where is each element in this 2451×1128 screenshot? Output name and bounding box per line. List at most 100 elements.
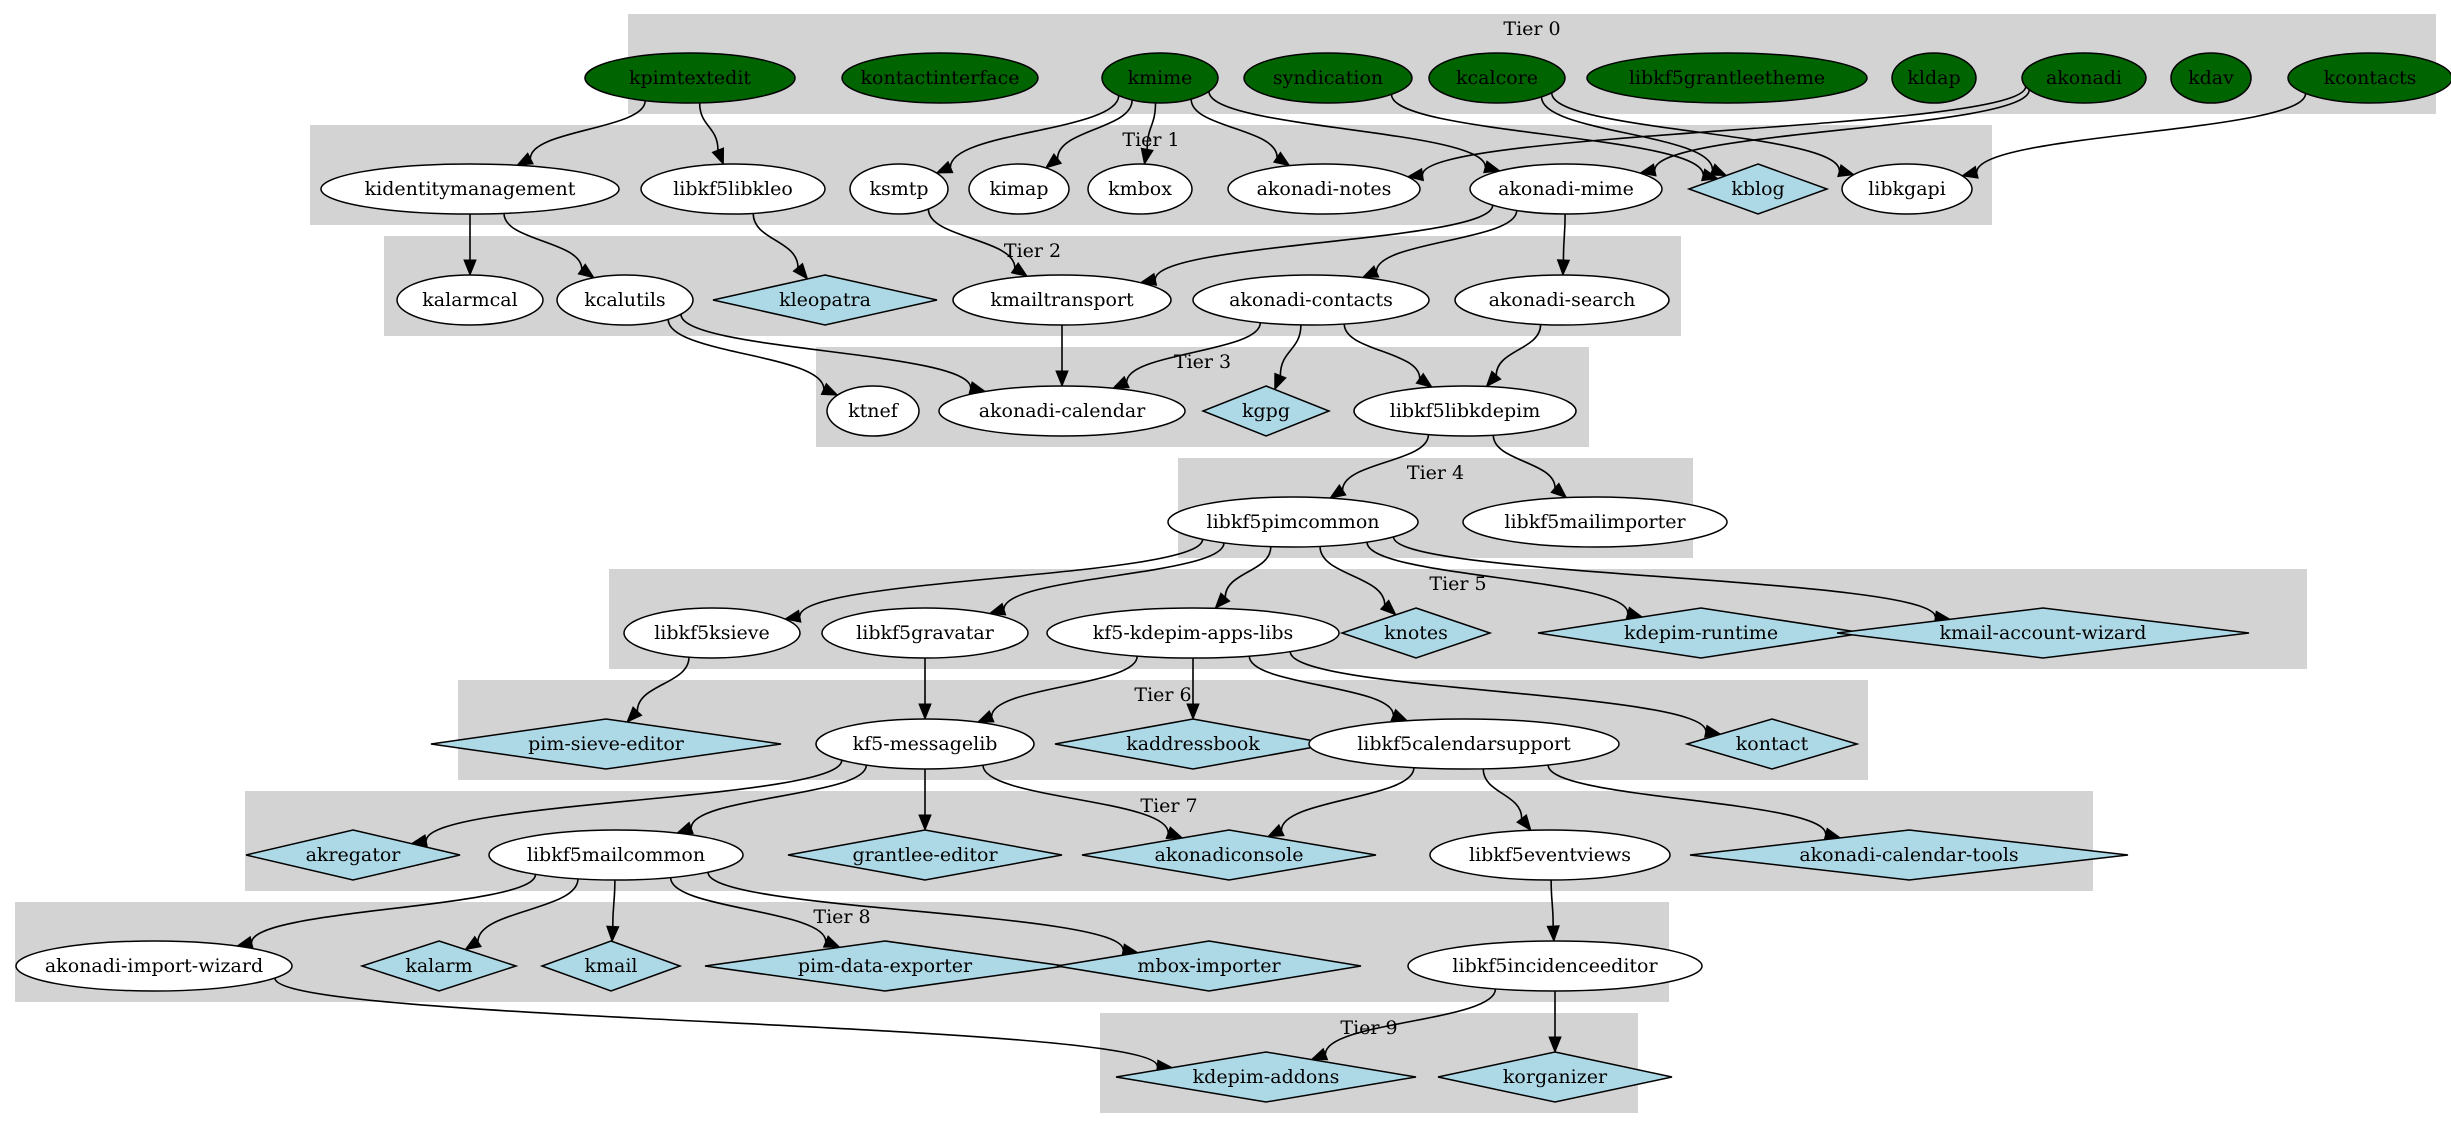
node-akonadi: akonadi xyxy=(2021,52,2147,104)
node-label: kimap xyxy=(989,178,1048,200)
node-diamond xyxy=(1836,607,2250,659)
node-ellipse xyxy=(1227,163,1421,215)
node-akonadiconsole: akonadiconsole xyxy=(1081,829,1377,881)
node-diamond xyxy=(1081,829,1377,881)
node-pim-sieve-editor: pim-sieve-editor xyxy=(430,718,782,770)
node-ellipse xyxy=(396,274,544,326)
node-label: libkf5calendarsupport xyxy=(1357,733,1571,755)
node-ellipse xyxy=(1353,385,1577,437)
edge-libkf5gravatar-to-kf5-messagelib xyxy=(918,657,932,721)
node-diamond xyxy=(787,829,1063,881)
edge-libkf5mailcommon-to-pim-data-exporter xyxy=(669,877,841,948)
node-mbox-importer: mbox-importer xyxy=(1056,940,1362,992)
node-label: kgpg xyxy=(1242,400,1290,422)
edge-arrowhead xyxy=(1111,375,1130,389)
node-diamond xyxy=(539,940,683,992)
node-diamond xyxy=(1200,385,1332,437)
node-diamond xyxy=(1686,163,1830,215)
edge-arrowhead xyxy=(1406,167,1425,182)
edge-kf5-kdepim-apps-libs-to-kontact xyxy=(1289,651,1722,738)
node-diamond xyxy=(1689,829,2129,881)
node-diamond xyxy=(1537,607,1865,659)
node-label: libkf5ksieve xyxy=(654,622,770,644)
edge-line xyxy=(1975,93,2307,173)
node-akregator: akregator xyxy=(245,829,461,881)
node-akonadi-mime: akonadi-mime xyxy=(1469,163,1663,215)
node-kmail: kmail xyxy=(539,940,683,992)
node-ellipse xyxy=(488,829,744,881)
node-kcalutils: kcalutils xyxy=(556,274,694,326)
edge-arrowhead xyxy=(1310,1047,1329,1061)
edge-line xyxy=(1224,546,1272,598)
edge-arrowhead xyxy=(792,262,809,280)
edge-line xyxy=(1550,879,1554,927)
edge-arrowhead xyxy=(1516,813,1532,832)
edge-line xyxy=(503,213,583,270)
node-label: kmail xyxy=(584,955,637,977)
edge-kf5-messagelib-to-akonadiconsole xyxy=(982,765,1184,839)
node-knotes: knotes xyxy=(1339,607,1493,659)
node-ellipse xyxy=(1891,52,1977,104)
node-label: libkf5pimcommon xyxy=(1207,511,1380,533)
edge-libkf5ksieve-to-pim-sieve-editor xyxy=(626,657,690,723)
edge-libkf5calendarsupport-to-akonadiconsole xyxy=(1266,767,1415,838)
edge-line xyxy=(1495,324,1542,376)
edge-line xyxy=(1654,89,2031,171)
edge-line xyxy=(707,871,1124,951)
edge-kmime-to-akonadi-notes xyxy=(1190,98,1291,167)
edge-line xyxy=(1190,98,1278,158)
node-libkf5incidenceeditor: libkf5incidenceeditor xyxy=(1407,940,1703,992)
node-ellipse xyxy=(1308,718,1620,770)
edge-kmime-to-kimap xyxy=(1044,99,1133,169)
node-label: libkf5incidenceeditor xyxy=(1452,955,1658,977)
node-ellipse xyxy=(1454,274,1670,326)
edge-arrowhead xyxy=(820,382,839,396)
node-diamond xyxy=(1054,718,1332,770)
edge-libkf5mailcommon-to-kmail xyxy=(606,879,620,943)
edge-akonadi-to-akonadi-mime xyxy=(1638,89,2031,177)
node-libkf5libkleo: libkf5libkleo xyxy=(640,163,826,215)
edge-kmime-to-kmbox xyxy=(1140,102,1157,166)
edge-line xyxy=(477,878,579,942)
edge-arrowhead xyxy=(1266,823,1285,838)
edge-libkf5incidenceeditor-to-korganizer xyxy=(1548,991,1562,1054)
edge-arrowhead xyxy=(1044,153,1063,169)
edge-akonadi-contacts-to-libkf5libkdepim xyxy=(1343,323,1433,388)
node-label: akonadi-notes xyxy=(1257,178,1392,200)
edge-line xyxy=(274,977,1159,1067)
node-label: kaddressbook xyxy=(1126,733,1260,755)
node-label: kleopatra xyxy=(779,289,871,311)
edge-arrowhead xyxy=(1485,370,1502,388)
edge-kmime-to-ksmtp xyxy=(935,95,1120,174)
node-label: ktnef xyxy=(848,400,900,422)
node-libkf5eventviews: libkf5eventviews xyxy=(1429,829,1671,881)
node-label: kcontacts xyxy=(2324,67,2417,89)
edge-libkf5pimcommon-to-kf5-kdepim-apps-libs xyxy=(1214,546,1272,610)
edge-line xyxy=(1550,92,1841,171)
edge-arrowhead xyxy=(1328,484,1347,499)
edge-line xyxy=(1125,322,1262,383)
node-label: kdepim-addons xyxy=(1193,1066,1340,1088)
node-label: libkf5eventviews xyxy=(1469,844,1631,866)
edge-akonadi-contacts-to-akonadi-calendar xyxy=(1111,322,1262,389)
edge-line xyxy=(1324,988,1497,1055)
edge-arrowhead xyxy=(463,259,477,277)
edge-line xyxy=(1003,542,1225,610)
tier-label: Tier 3 xyxy=(1174,351,1231,373)
edge-arrowhead xyxy=(711,147,725,166)
edge-arrowhead xyxy=(1837,164,1856,178)
edge-line xyxy=(1547,764,1827,835)
edge-line xyxy=(949,95,1120,168)
edge-line xyxy=(1289,651,1707,732)
edge-line xyxy=(1390,94,1704,176)
edge-line xyxy=(690,764,868,829)
edge-line xyxy=(250,874,537,943)
edge-arrowhead xyxy=(1379,599,1397,616)
edge-arrowhead xyxy=(1556,259,1571,277)
edge-arrowhead xyxy=(1272,151,1291,167)
edge-arrowhead xyxy=(606,925,620,943)
edge-arrowhead xyxy=(1361,265,1380,279)
edge-arrowhead xyxy=(1483,160,1502,174)
edge-libkf5pimcommon-to-libkf5gravatar xyxy=(988,542,1225,616)
